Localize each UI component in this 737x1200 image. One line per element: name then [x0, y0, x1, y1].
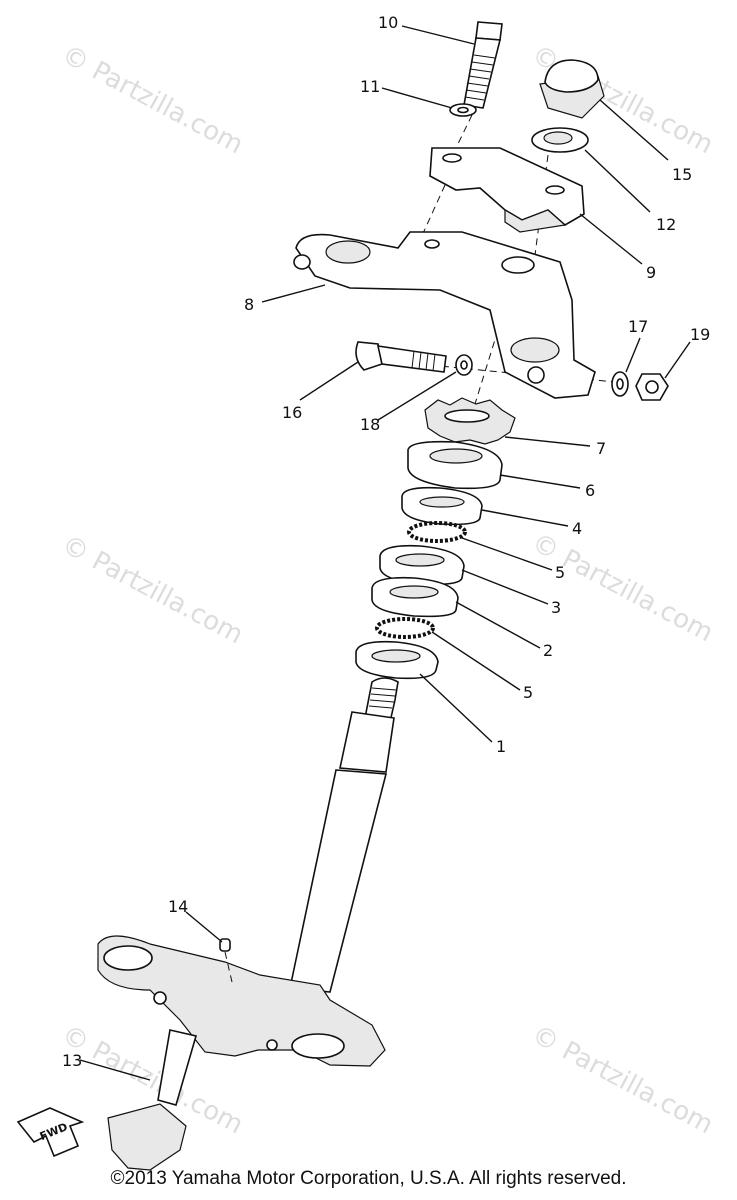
copyright-notice: ©2013 Yamaha Motor Corporation, U.S.A. A…: [110, 1168, 627, 1189]
callout-13: 13: [62, 1051, 82, 1070]
callout-15: 15: [672, 165, 692, 184]
callouts: 10 11 15 12 9 8 17 19 16 18 7 6 4 5 3 2 …: [62, 13, 710, 1070]
forward-arrow: FWD: [16, 1107, 85, 1158]
steering-stem: [97, 677, 399, 1171]
callout-7: 7: [596, 439, 606, 458]
part-17-washer: [611, 371, 629, 397]
part-15-cap-nut: [539, 59, 605, 119]
watermark: © Partzilla.com: [527, 1020, 718, 1141]
callout-18: 18: [360, 415, 380, 434]
callout-5-upper: 5: [555, 563, 565, 582]
part-11-washer: [449, 103, 477, 117]
part-5-balls-upper: [407, 521, 467, 543]
callout-8: 8: [244, 295, 254, 314]
callout-19: 19: [690, 325, 710, 344]
callout-12: 12: [656, 215, 676, 234]
callout-4: 4: [572, 519, 582, 538]
part-19-nut: [635, 373, 669, 401]
part-16-pinch-bolt: [355, 341, 447, 373]
part-12-washer: [531, 127, 589, 153]
callout-6: 6: [585, 481, 595, 500]
callout-17: 17: [628, 317, 648, 336]
part-10-bolt: [463, 21, 503, 109]
part-7-ring-nut: [424, 397, 516, 445]
callout-14: 14: [168, 897, 188, 916]
part-2-ball-race: [371, 576, 459, 618]
part-4-ball-race: [401, 486, 483, 526]
callout-16: 16: [282, 403, 302, 422]
part-9-handlebar-holder: [429, 147, 585, 233]
part-8-upper-bracket: [293, 231, 596, 399]
watermark: © Partzilla.com: [57, 40, 248, 161]
part-14-fitting: [219, 938, 233, 983]
callout-10: 10: [378, 13, 398, 32]
part-18-washer: [455, 354, 473, 376]
callout-9: 9: [646, 263, 656, 282]
callout-1: 1: [496, 737, 506, 756]
watermark: © Partzilla.com: [527, 528, 718, 649]
callout-3: 3: [551, 598, 561, 617]
part-6-cover: [407, 440, 503, 490]
part-5-balls-lower: [375, 617, 435, 639]
watermark: © Partzilla.com: [57, 530, 248, 651]
callout-5-lower: 5: [523, 683, 533, 702]
callout-11: 11: [360, 77, 380, 96]
callout-2: 2: [543, 641, 553, 660]
leader-lines: [79, 25, 691, 1081]
part-1-seal: [355, 640, 439, 680]
